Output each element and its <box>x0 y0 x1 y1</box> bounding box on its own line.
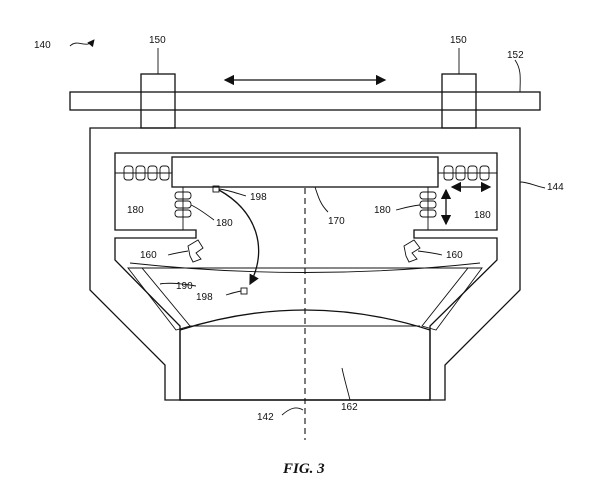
label-140: 140 <box>34 40 51 51</box>
leader-198-bottom <box>225 290 242 296</box>
label-180-top-left: 180 <box>127 205 144 216</box>
label-180-spring-left: 180 <box>216 218 233 229</box>
label-160-left: 160 <box>140 250 157 261</box>
label-152: 152 <box>507 50 524 61</box>
leader-140 <box>69 39 95 48</box>
actuator-top-left <box>115 165 172 181</box>
plate-170 <box>171 156 439 188</box>
mirror-left <box>127 267 191 331</box>
housing-cavity <box>114 152 498 401</box>
label-190: 190 <box>176 281 193 292</box>
actuator-spring-right <box>419 187 437 230</box>
camera-right <box>403 239 421 263</box>
leader-152 <box>514 59 521 93</box>
leader-142 <box>281 407 304 416</box>
camera-left <box>187 239 204 263</box>
carriage-right <box>441 73 477 129</box>
label-180-top-right: 180 <box>474 210 491 221</box>
leader-160-left <box>167 250 189 256</box>
leader-160-right <box>417 250 443 256</box>
leader-144 <box>519 181 546 189</box>
carriage-left <box>140 73 176 129</box>
label-142: 142 <box>257 412 274 423</box>
label-150-right: 150 <box>450 35 467 46</box>
label-160-right: 160 <box>446 250 463 261</box>
leader-198-top <box>218 188 247 197</box>
rail-152 <box>69 91 541 111</box>
label-150-left: 150 <box>149 35 166 46</box>
mirror-right <box>421 267 483 331</box>
lens-162 <box>179 309 431 401</box>
label-198-top: 198 <box>250 192 267 203</box>
label-180-spring-right: 180 <box>374 205 391 216</box>
leader-180-spring-left <box>190 204 215 221</box>
label-198-bottom: 198 <box>196 292 213 303</box>
leader-180-spring-right <box>395 204 421 211</box>
actuator-top-right <box>438 165 497 181</box>
figure-caption: FIG. 3 <box>282 461 325 477</box>
sensor-bottom <box>240 287 248 295</box>
sensor-curve-arrow <box>218 189 260 286</box>
label-170: 170 <box>328 216 345 227</box>
leader-162 <box>341 367 351 401</box>
actuator-spring-left <box>174 187 192 230</box>
label-144: 144 <box>547 182 564 193</box>
leader-170 <box>314 186 329 213</box>
label-162: 162 <box>341 402 358 413</box>
leader-190 <box>159 282 197 287</box>
